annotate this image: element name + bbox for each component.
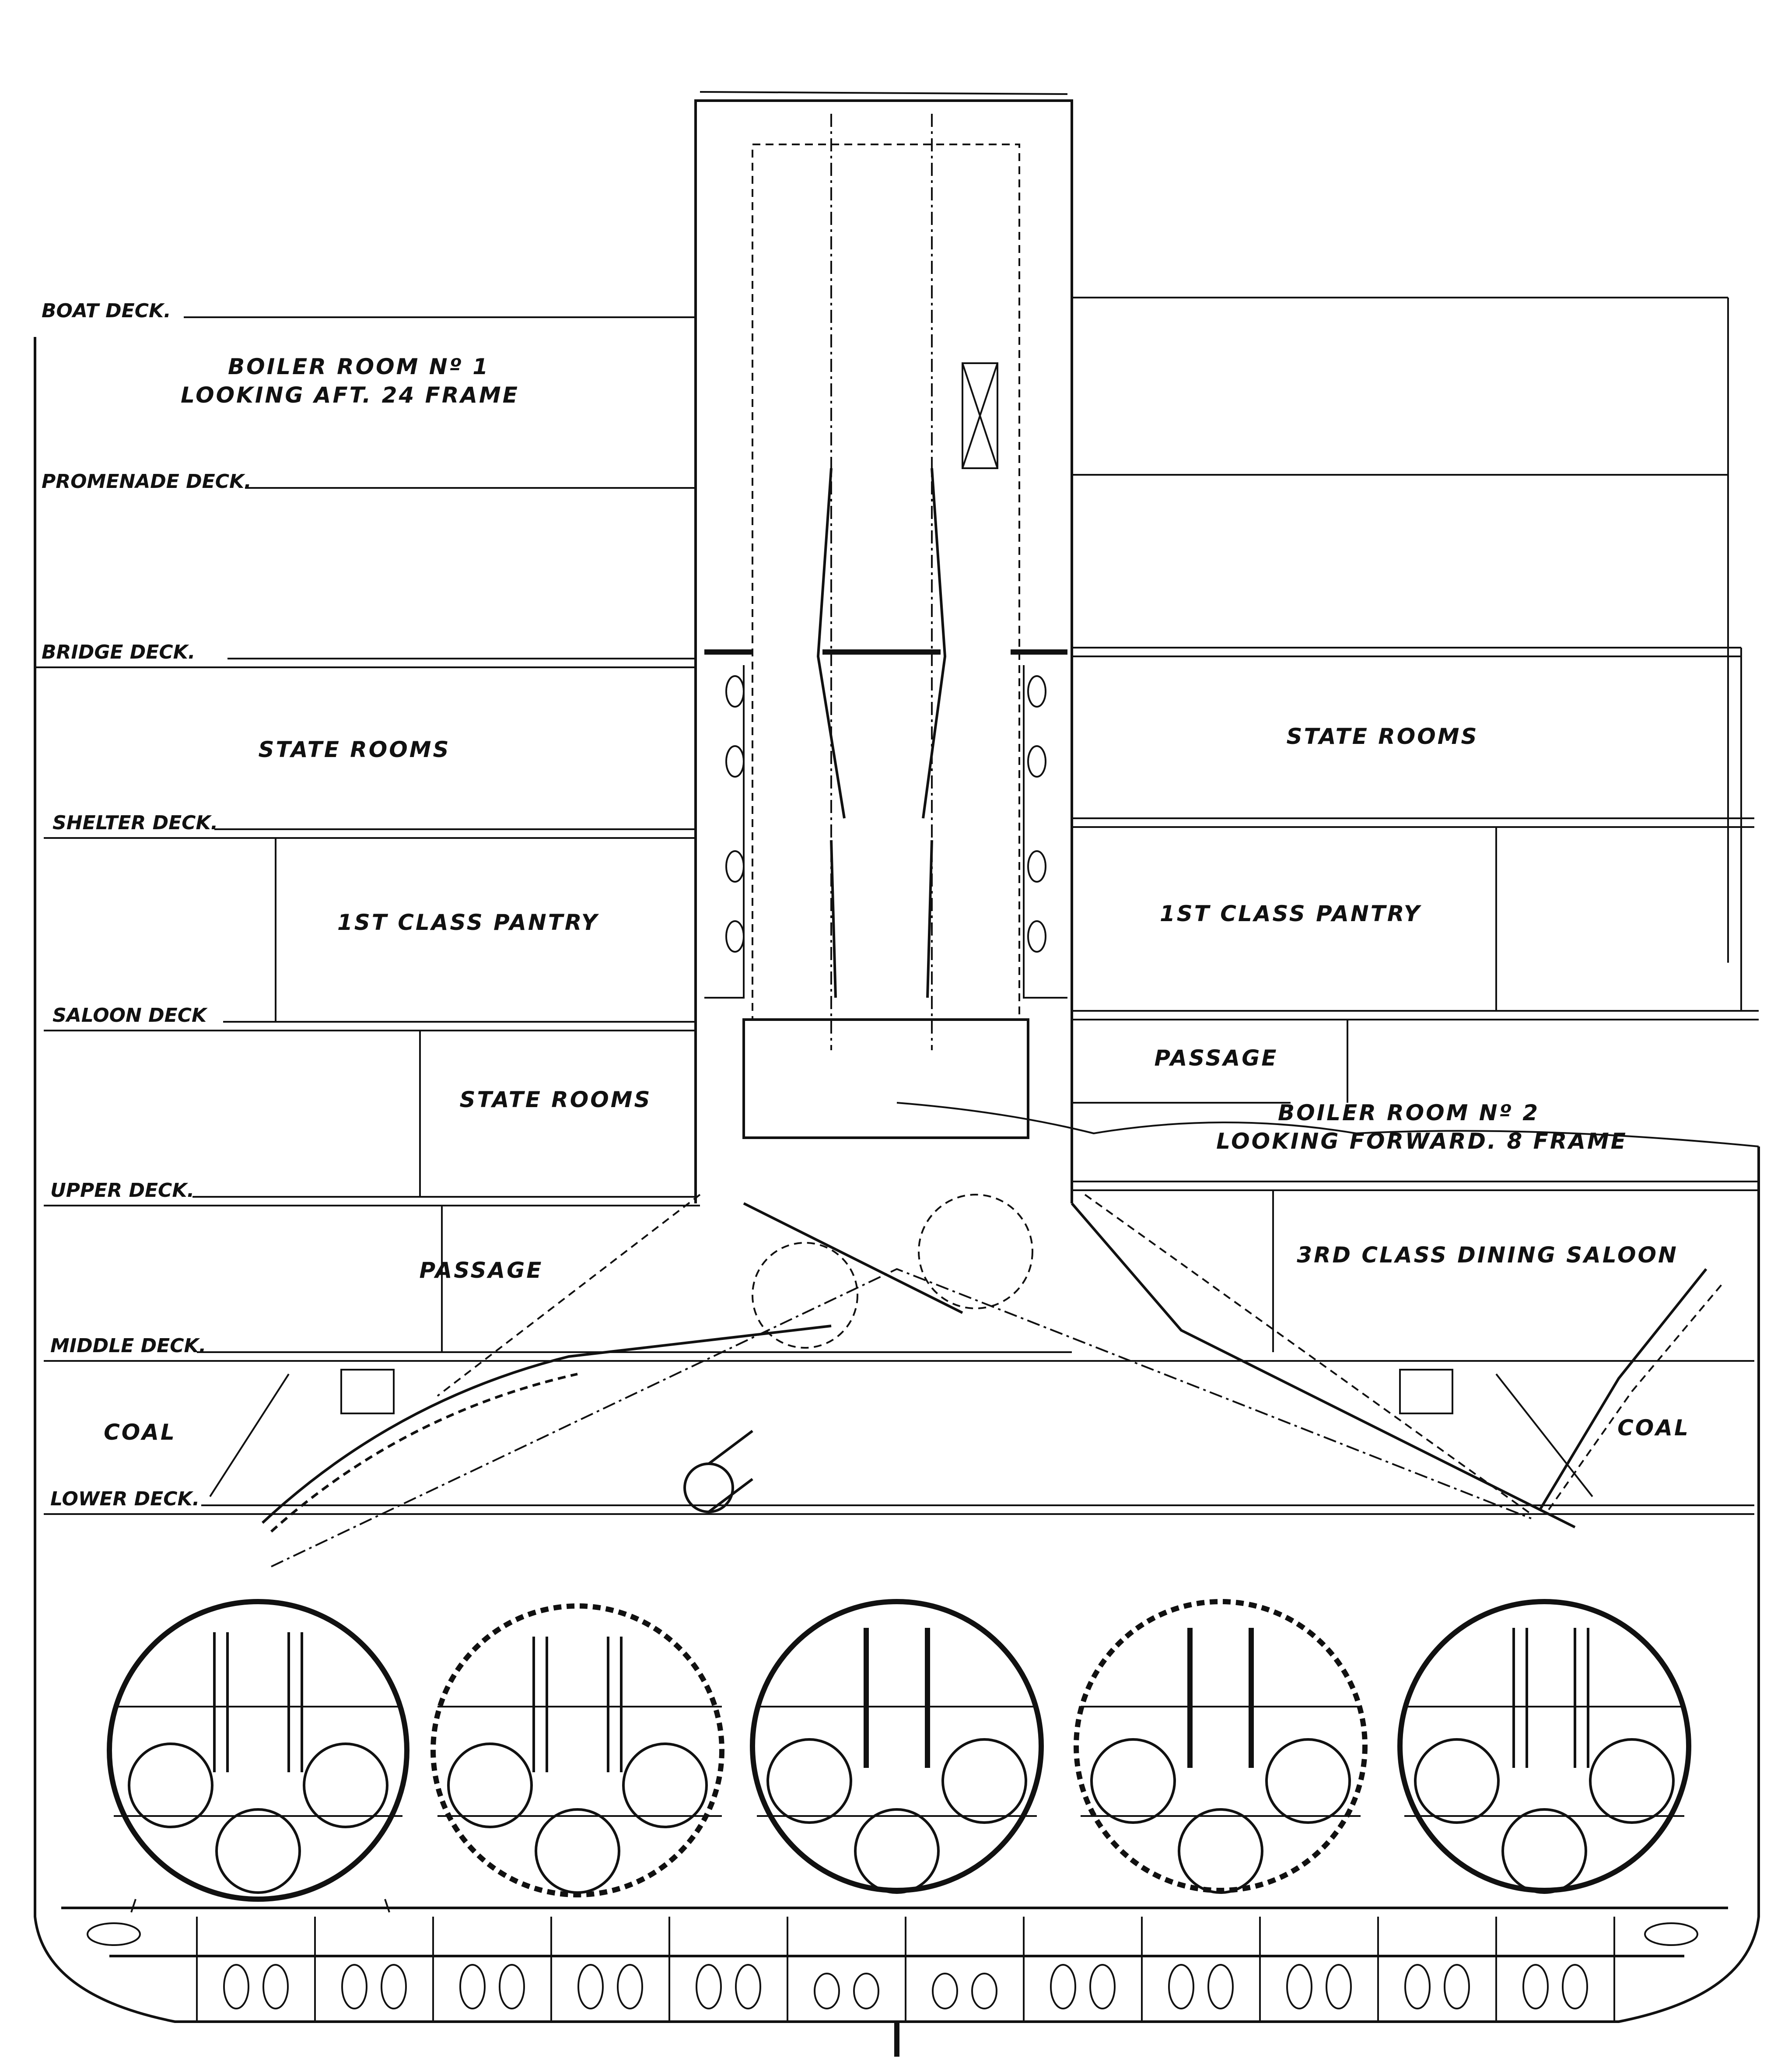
hull-outline [34, 298, 1760, 2057]
deck-label-boat: BOAT DECK. [42, 300, 171, 322]
pantry-right-label: 1ST CLASS PANTRY [1160, 901, 1422, 926]
boiler [107, 1599, 409, 1913]
state-rooms-right-label: STATE ROOMS [1286, 724, 1478, 749]
deck-lines [35, 297, 1759, 1515]
titles: BOILER ROOM Nº 1 LOOKING AFT. 24 FRAME B… [181, 354, 1627, 1154]
partitions [209, 827, 1593, 1529]
boilers [107, 1599, 1691, 1913]
deck-label-middle: MIDDLE DECK. [50, 1335, 206, 1357]
boiler-room-1-subtitle: LOOKING AFT. 24 FRAME [181, 382, 519, 408]
pantry-left-label: 1ST CLASS PANTRY [337, 910, 599, 935]
deck-label-promenade: PROMENADE DECK. [42, 470, 252, 493]
steam-piping [261, 1194, 1725, 1567]
room-labels: STATE ROOMS STATE ROOMS 1ST CLASS PANTRY… [104, 724, 1690, 1445]
passage-upper-label: PASSAGE [420, 1258, 543, 1283]
deck-label-saloon: SALOON DECK [52, 1004, 208, 1027]
deck-label-upper: UPPER DECK. [50, 1179, 194, 1202]
boiler-room-2-subtitle: LOOKING FORWARD. 8 FRAME [1216, 1129, 1627, 1154]
lightening-holes [87, 1922, 1698, 2009]
coal-left-label: COAL [104, 1420, 176, 1445]
boiler [430, 1603, 724, 1897]
boiler-room-1-title: BOILER ROOM Nº 1 [228, 354, 490, 379]
boiler [1074, 1599, 1368, 1894]
passage-saloon-label: PASSAGE [1155, 1045, 1278, 1071]
boiler [1397, 1599, 1691, 1894]
deck-label-shelter: SHELTER DECK. [52, 812, 218, 834]
state-rooms-left-label: STATE ROOMS [258, 737, 450, 762]
funnel-casing [694, 91, 1073, 1203]
state-rooms-saloon-label: STATE ROOMS [459, 1087, 651, 1112]
coal-right-label: COAL [1617, 1415, 1690, 1441]
deck-label-bridge: BRIDGE DECK. [42, 641, 195, 663]
dining-saloon-label: 3RD CLASS DINING SALOON [1297, 1242, 1678, 1268]
deck-label-lower: LOWER DECK. [50, 1488, 199, 1510]
deck-labels: BOAT DECK. PROMENADE DECK. BRIDGE DECK. … [42, 300, 252, 1510]
boiler-room-2-title: BOILER ROOM Nº 2 [1278, 1100, 1540, 1125]
boiler [750, 1599, 1044, 1894]
